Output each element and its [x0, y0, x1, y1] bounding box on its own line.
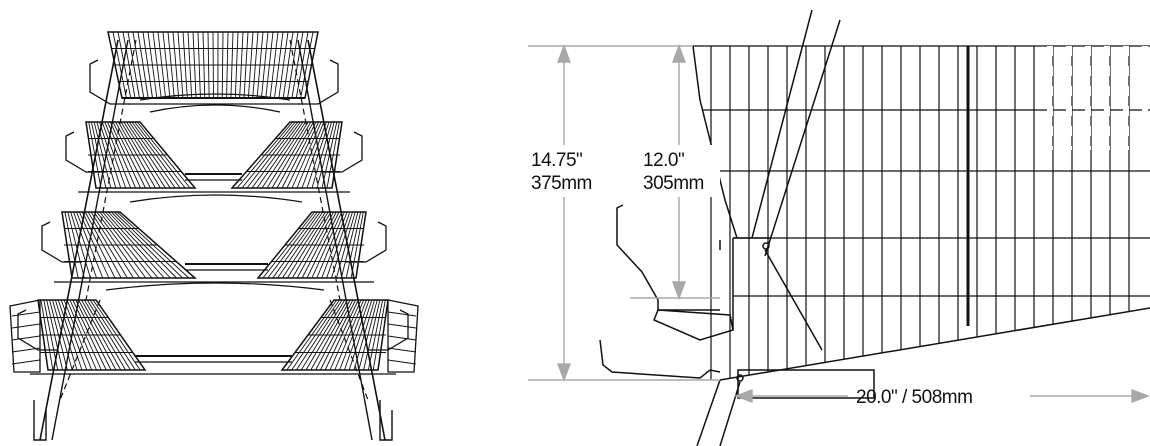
side-door-frame — [732, 237, 770, 330]
front-height-mm-label: 305mm — [643, 173, 704, 194]
side-grid-horizontal-wires — [693, 45, 1150, 297]
side-support-legs — [696, 9, 841, 446]
depth-label: 20.0" / 508mm — [856, 387, 972, 408]
side-feeder-trough — [599, 204, 875, 399]
cage-tier-stack-front-view — [9, 31, 419, 441]
total-height-mm-label: 375mm — [531, 173, 592, 194]
side-grid-vertical-wires — [710, 46, 1130, 380]
dimension-lines — [528, 44, 1150, 404]
side-grid-dashed-extension — [1047, 46, 1148, 150]
total-height-inches-label: 14.75" — [531, 150, 582, 171]
front-height-inches-label: 12.0" — [643, 150, 684, 171]
cage-side-section-view: 14.75" 375mm 12.0" 305mm 20.0" / 508mm — [528, 9, 1150, 446]
side-cage-outline — [692, 45, 1150, 381]
